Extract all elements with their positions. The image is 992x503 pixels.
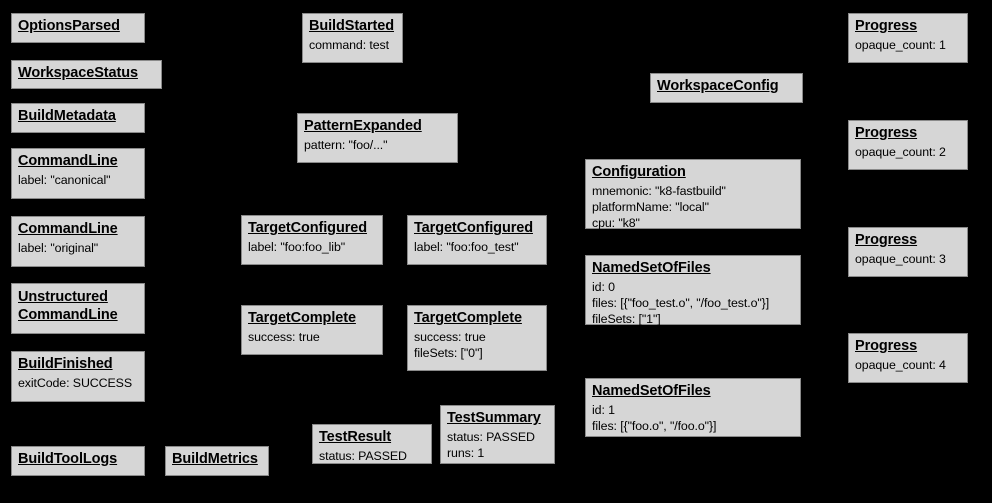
event-node-field: opaque_count: 2 (855, 144, 946, 159)
event-node-field: label: "foo:foo_lib" (248, 239, 346, 254)
event-node-field: fileSets: ["1"] (592, 312, 661, 327)
event-node-title: TestResult (319, 429, 392, 445)
event-node-target-configured-foo-test[interactable]: TargetConfigured label: "foo:foo_test" (407, 215, 547, 265)
event-node-target-complete-foo-lib[interactable]: TargetComplete success: true (241, 305, 383, 355)
event-node-title: TestSummary (447, 410, 541, 426)
event-node-title: TargetComplete (248, 310, 356, 326)
event-node-field: files: [{"foo.o", "/foo.o"}] (592, 419, 717, 434)
event-node-progress-3[interactable]: Progress opaque_count: 3 (848, 227, 968, 277)
event-node-build-metadata[interactable]: BuildMetadata (11, 103, 145, 133)
event-node-field: runs: 1 (447, 446, 485, 461)
event-node-field: status: PASSED (319, 448, 407, 463)
event-node-field: label: "foo:foo_test" (414, 239, 519, 254)
event-node-title: WorkspaceStatus (18, 65, 138, 81)
event-node-title: BuildMetrics (172, 451, 258, 467)
event-node-title: PatternExpanded (304, 118, 422, 134)
event-node-title: BuildToolLogs (18, 451, 118, 467)
event-node-field: success: true (414, 329, 486, 344)
event-node-field: opaque_count: 4 (855, 357, 946, 372)
event-node-title: TargetComplete (414, 310, 522, 326)
event-node-build-finished[interactable]: BuildFinished exitCode: SUCCESS (11, 351, 145, 402)
event-node-field: files: [{"foo_test.o", "/foo_test.o"}] (592, 296, 770, 311)
event-node-target-configured-foo-lib[interactable]: TargetConfigured label: "foo:foo_lib" (241, 215, 383, 265)
event-node-configuration[interactable]: Configuration mnemonic: "k8-fastbuild" pla… (585, 159, 801, 231)
event-node-title: BuildFinished (18, 356, 113, 372)
event-node-title: TargetConfigured (248, 220, 367, 236)
event-node-named-set-of-files-0[interactable]: NamedSetOfFiles id: 0 files: [{"foo_test.o… (585, 255, 801, 327)
event-node-title: NamedSetOfFiles (592, 383, 711, 399)
event-node-title: TargetConfigured (414, 220, 533, 236)
event-node-field: exitCode: SUCCESS (18, 375, 132, 390)
event-node-build-metrics[interactable]: BuildMetrics (165, 446, 269, 476)
event-node-title: BuildStarted (309, 18, 395, 34)
event-node-workspace-status[interactable]: WorkspaceStatus (11, 60, 162, 89)
event-node-pattern-expanded[interactable]: PatternExpanded pattern: "foo/..." (297, 113, 458, 163)
event-node-title: CommandLine (18, 221, 118, 237)
event-node-field: fileSets: ["0"] (414, 346, 483, 361)
event-node-command-line-original[interactable]: CommandLine label: "original" (11, 216, 145, 267)
event-node-title: WorkspaceConfig (657, 78, 779, 94)
event-node-target-complete-foo-test[interactable]: TargetComplete success: true fileSets: ["0… (407, 305, 547, 371)
event-node-progress-2[interactable]: Progress opaque_count: 2 (848, 120, 968, 170)
event-node-progress-4[interactable]: Progress opaque_count: 4 (848, 333, 968, 383)
event-node-field: opaque_count: 1 (855, 37, 946, 52)
event-node-command-line-canonical[interactable]: CommandLine label: "canonical" (11, 148, 145, 199)
event-node-title-line: CommandLine (18, 307, 118, 324)
event-node-field: success: true (248, 329, 320, 344)
event-node-workspace-config[interactable]: WorkspaceConfig (650, 73, 803, 103)
event-node-field: label: "original" (18, 240, 99, 255)
event-node-field: opaque_count: 3 (855, 251, 946, 266)
event-node-field: id: 1 (592, 402, 615, 417)
event-node-options-parsed[interactable]: OptionsParsed (11, 13, 145, 43)
event-node-field: command: test (309, 37, 389, 52)
event-node-build-started[interactable]: BuildStarted command: test (302, 13, 403, 63)
event-node-title: NamedSetOfFiles (592, 260, 711, 276)
event-node-title: Progress (855, 338, 918, 354)
event-node-title: BuildMetadata (18, 108, 116, 124)
event-node-progress-1[interactable]: Progress opaque_count: 1 (848, 13, 968, 63)
event-node-title: Configuration (592, 164, 686, 180)
event-node-field: mnemonic: "k8-fastbuild" (592, 183, 726, 198)
event-node-field: cpu: "k8" (592, 216, 640, 231)
event-node-field: id: 0 (592, 279, 615, 294)
event-node-named-set-of-files-1[interactable]: NamedSetOfFiles id: 1 files: [{"foo.o", "/… (585, 378, 801, 437)
event-node-title: Progress (855, 125, 918, 141)
event-node-field: status: PASSED (447, 429, 535, 444)
event-node-title: CommandLine (18, 153, 118, 169)
event-node-test-summary[interactable]: TestSummary status: PASSED runs: 1 (440, 405, 555, 464)
event-node-title: Progress (855, 18, 918, 34)
event-node-title: OptionsParsed (18, 18, 120, 34)
event-node-title-line: Unstructured (18, 289, 108, 305)
event-node-test-result[interactable]: TestResult status: PASSED (312, 424, 432, 464)
event-node-field: pattern: "foo/..." (304, 137, 388, 152)
event-node-title: Progress (855, 232, 918, 248)
event-node-field: platformName: "local" (592, 200, 709, 215)
event-node-field: label: "canonical" (18, 172, 111, 187)
event-node-build-tool-logs[interactable]: BuildToolLogs (11, 446, 145, 476)
